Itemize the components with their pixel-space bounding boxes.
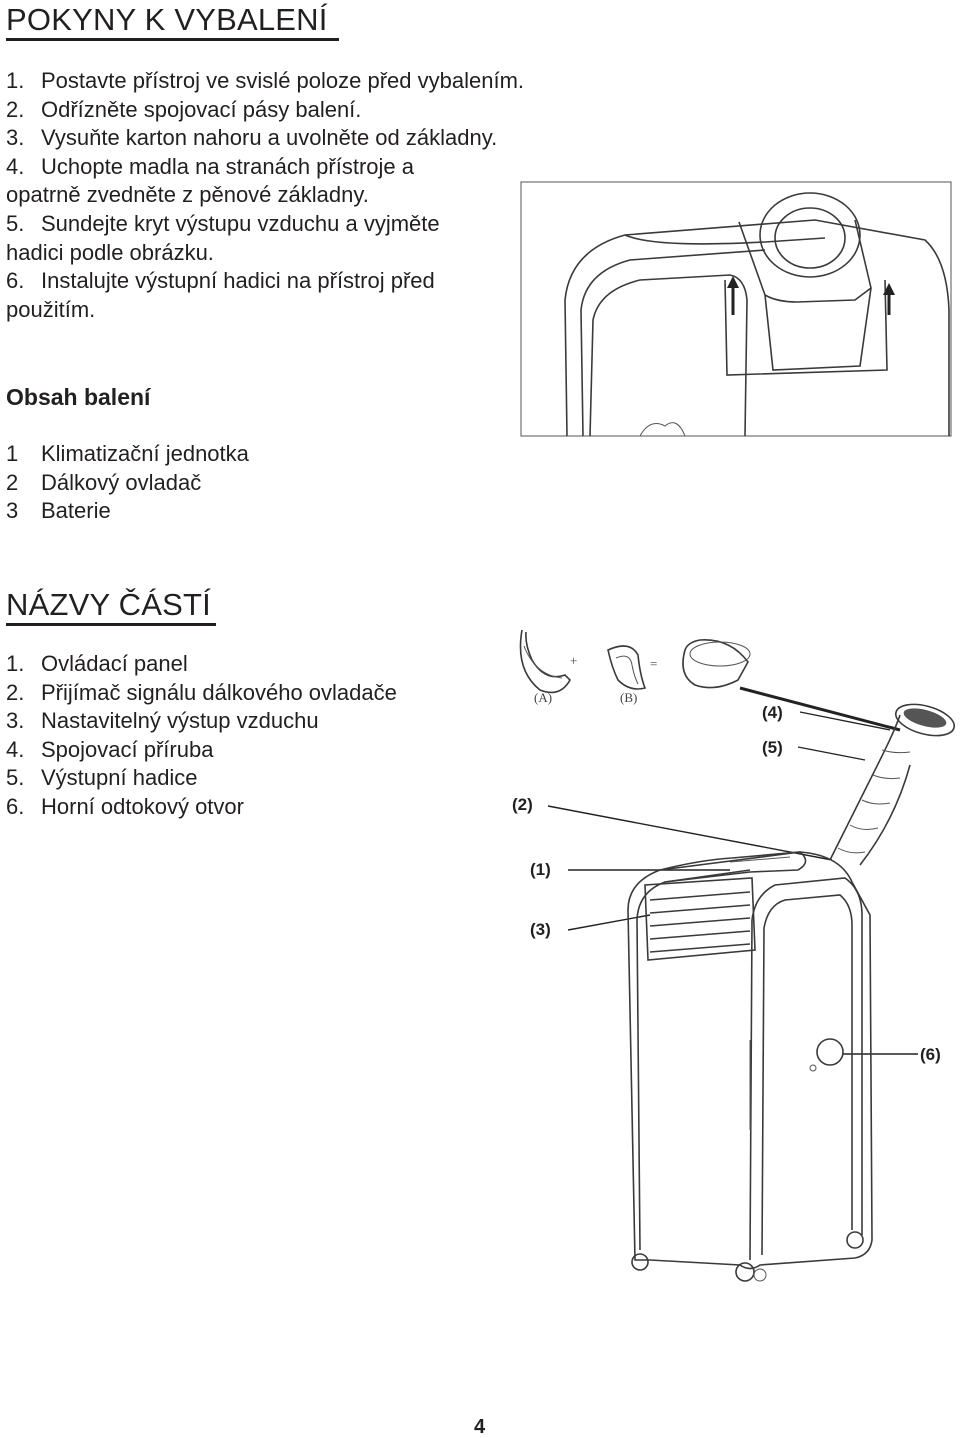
hose-rib-5 xyxy=(881,749,911,754)
arrow-right-head xyxy=(883,283,895,295)
louver-4 xyxy=(649,930,751,940)
outlet-cover-ring xyxy=(759,192,861,278)
parts-item-3: 3.Nastavitelný výstup vzduchu xyxy=(6,708,319,734)
leader-3 xyxy=(567,914,651,931)
parts-title: NÁZVY ČÁSTÍ xyxy=(6,587,211,622)
caster-rear-right xyxy=(846,1231,864,1249)
unpacking-step-4: 4.Uchopte madla na stranách přístroje a xyxy=(6,153,414,179)
louver-2 xyxy=(649,904,751,914)
unpacking-step-2: 2.Odřízněte spojovací pásy balení. xyxy=(6,96,362,122)
unpacking-step-6: 6.Instalujte výstupní hadici na přístroj… xyxy=(6,268,435,294)
louver-1 xyxy=(649,891,751,901)
unit-parts-diagram: + = (A) (B) (4) (5) (2) (1) (3) (6) xyxy=(512,629,956,1282)
unit-top-illustration xyxy=(520,181,952,437)
label-plus: + xyxy=(570,653,577,668)
hose-end-flange xyxy=(894,703,956,737)
parts-items: 1.Ovládací panel 2.Přijímač signálu dálk… xyxy=(6,650,397,822)
parts-item-1: 1.Ovládací panel xyxy=(6,651,188,676)
page-number: 4 xyxy=(474,1416,486,1438)
unit-outer-shell xyxy=(564,219,950,437)
unit-side-inner xyxy=(761,894,853,1256)
unit-top-surface xyxy=(659,851,807,883)
flange-part-a xyxy=(519,629,571,694)
callout-5: (5) xyxy=(762,738,783,757)
flange-part-b-inner xyxy=(615,655,639,685)
parts-title-underline xyxy=(6,623,216,626)
unpacking-title-underline xyxy=(6,38,339,41)
unpacking-steps: 1.Postavte přístroj ve svislé poloze pře… xyxy=(6,67,524,324)
parts-item-2: 2.Přijímač signálu dálkového ovladače xyxy=(6,679,397,705)
air-outlet-frame xyxy=(644,877,756,961)
illustration-frame xyxy=(520,181,952,437)
label-b: (B) xyxy=(620,690,637,705)
label-equals: = xyxy=(650,656,657,671)
unpacking-title: POKYNY K VYBALENÍ xyxy=(6,2,328,37)
lower-fitting xyxy=(639,422,686,437)
hose-rib-3 xyxy=(861,799,891,805)
flange-assembled-opening xyxy=(689,641,751,667)
drain-outlet xyxy=(816,1038,844,1066)
label-a: (A) xyxy=(534,690,552,705)
leader-flange xyxy=(739,686,901,732)
package-title: Obsah balení xyxy=(6,384,151,410)
leader-4 xyxy=(799,711,891,731)
flange-part-a-inner xyxy=(523,645,563,679)
outlet-cover-left xyxy=(738,219,872,303)
callout-1: (1) xyxy=(530,860,551,879)
exhaust-hose xyxy=(829,714,911,866)
callout-2: (2) xyxy=(512,795,533,814)
unpacking-step-5: 5.Sundejte kryt výstupu vzduchu a vyjmět… xyxy=(6,210,440,236)
unpacking-step-4-cont: opatrně zvedněte z pěnové základny. xyxy=(6,182,369,208)
outlet-cover-body xyxy=(764,287,872,371)
hose-rib-4 xyxy=(872,774,901,780)
hose-rib-1 xyxy=(837,847,866,854)
unpacking-step-5-cont: hadici podle obrázku. xyxy=(6,239,214,265)
control-panel-keys xyxy=(729,856,791,863)
unpacking-step-6-cont: použitím. xyxy=(6,296,96,322)
unit-side-panel xyxy=(589,274,748,437)
louver-3 xyxy=(649,917,751,927)
caster-rear-mid xyxy=(753,1268,767,1282)
unpacking-step-1: 1.Postavte přístroj ve svislé poloze pře… xyxy=(6,68,525,93)
louver-5 xyxy=(649,943,751,953)
callout-4: (4) xyxy=(762,703,783,722)
callout-3: (3) xyxy=(530,920,551,939)
parts-item-5: 5.Výstupní hadice xyxy=(6,765,198,791)
unit-side-face xyxy=(749,877,863,1261)
unit-front-face xyxy=(636,869,751,1251)
parts-item-6: 6.Horní odtokový otvor xyxy=(6,793,244,819)
unit-inner-shell xyxy=(580,249,766,437)
outlet-frame xyxy=(724,279,888,376)
unpacking-step-3: 3.Vysuňte karton nahoru a uvolněte od zá… xyxy=(6,125,498,151)
caster-front-right xyxy=(735,1262,755,1282)
callout-6: (6) xyxy=(920,1045,941,1064)
caster-front-left xyxy=(631,1253,649,1271)
drain-plug xyxy=(809,1064,817,1072)
unit-top-edge xyxy=(624,234,826,245)
leader-2 xyxy=(547,805,833,861)
leader-5 xyxy=(797,746,866,761)
arrow-left-head xyxy=(727,276,739,288)
parts-item-4: 4.Spojovací příruba xyxy=(6,736,214,762)
flange-assembled xyxy=(682,639,749,689)
hose-rib-2 xyxy=(849,824,879,830)
outlet-cover-hole xyxy=(774,207,846,269)
flange-part-b xyxy=(607,645,647,690)
hose-end-inner xyxy=(903,708,947,728)
